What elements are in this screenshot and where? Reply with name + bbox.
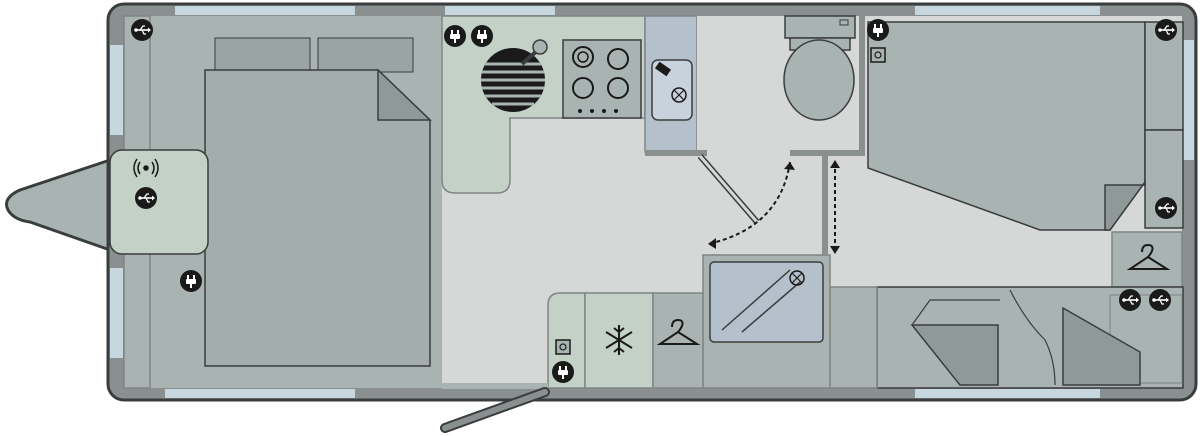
window-front-lower (110, 268, 123, 358)
window-top-rear (915, 6, 1100, 15)
washroom-doors (697, 154, 840, 254)
snowflake-fridge-icon (605, 325, 633, 355)
windows (110, 6, 1194, 398)
toilet-icon (783, 15, 856, 121)
rear-sofa-fold (1104, 179, 1146, 231)
window-top-left (175, 6, 355, 15)
usb-charging-point-icon (131, 19, 153, 41)
shower-tray-icon (702, 254, 831, 389)
wardrobe-front (652, 292, 704, 389)
lower-cabinets (547, 292, 704, 389)
mains-socket-icon (180, 270, 202, 292)
front-bedroom (109, 15, 442, 389)
usb-charging-point-icon (135, 187, 157, 209)
shower-wall (822, 156, 828, 256)
usb-charging-point-icon (1155, 19, 1177, 41)
usb-charging-point-icon (1155, 197, 1177, 219)
mains-socket-icon (867, 19, 889, 41)
a-frame-hitch (5, 158, 112, 252)
front-chest (109, 149, 209, 255)
window-front-upper (110, 45, 123, 135)
microwave-grill (481, 39, 548, 112)
entrance-door (440, 383, 550, 433)
rear-wardrobe (1111, 231, 1183, 288)
pillow-left (214, 37, 311, 73)
kitchen-wall (645, 150, 707, 156)
tv-point-box (555, 339, 571, 355)
coat-hanger-icon (656, 318, 701, 345)
washroom-wall (790, 150, 865, 156)
mains-socket-icon (552, 361, 574, 383)
bed-fold (377, 68, 432, 121)
usb-charging-point-icon (1119, 289, 1141, 311)
door-swing-arrow (707, 161, 791, 245)
washroom (697, 15, 865, 389)
window-rear (1183, 40, 1194, 160)
rear-lounge (829, 21, 1184, 389)
mains-socket-icon (471, 25, 493, 47)
tv-point-box-rear (870, 47, 886, 63)
sink-tap-icon (654, 61, 672, 77)
coat-hanger-icon (1126, 243, 1171, 270)
kitchen-sink (644, 15, 698, 153)
gas-hob-icon (562, 39, 642, 119)
window-top-kitchen (445, 6, 555, 15)
window-bottom-left (165, 389, 355, 398)
usb-charging-point-icon (1149, 289, 1171, 311)
wifi-booster-icon (133, 158, 159, 178)
kitchen (441, 15, 707, 194)
island-bed (204, 69, 431, 367)
pillow-right (317, 37, 414, 73)
mains-socket-icon (444, 25, 466, 47)
window-bottom-rear (915, 389, 1100, 398)
